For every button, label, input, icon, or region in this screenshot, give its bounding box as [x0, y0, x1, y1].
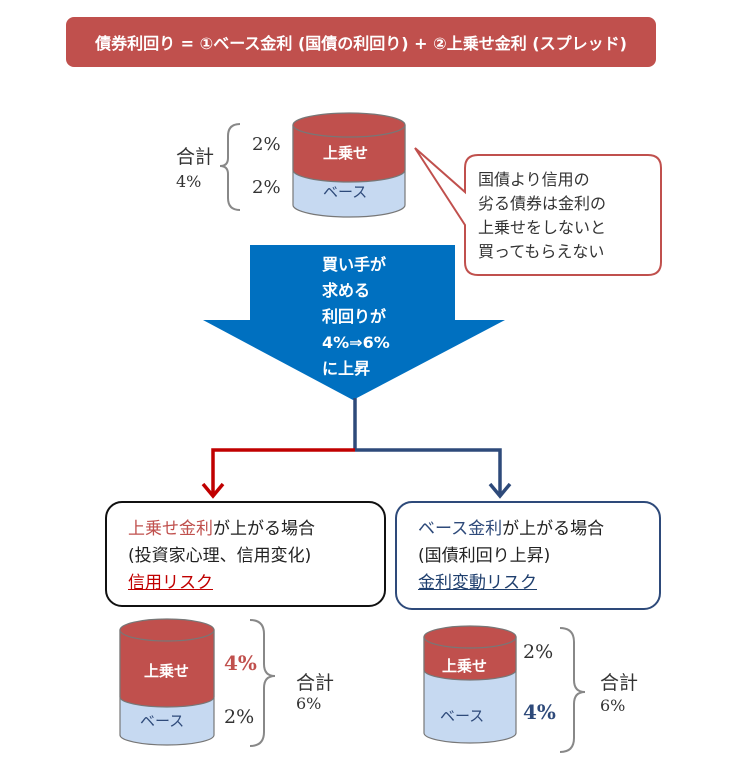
left-case-highlight: 上乗せ金利: [128, 519, 213, 539]
callout-text: 国債より信用の 劣る債券は金利の 上乗せをしないと 買ってもらえない: [478, 168, 658, 264]
left-base-label: ベース: [140, 712, 185, 730]
left-case-box: [105, 501, 386, 607]
arrow-line: 利回りが: [322, 307, 387, 326]
arrow-line: 4%⇒6%: [322, 333, 390, 352]
right-brace: [559, 627, 586, 753]
top-total-label: 合計: [176, 146, 215, 168]
right-case-box: [395, 501, 661, 610]
left-case-rest: が上がる場合: [213, 519, 315, 539]
left-brace: [249, 619, 276, 747]
right-total-value: 6%: [600, 696, 626, 715]
right-base-label: ベース: [440, 707, 485, 725]
right-total-label: 合計: [600, 672, 639, 694]
top-cylinder: [292, 112, 406, 218]
right-case-text: ベース金利が上がる場合 (国債利回り上昇) 金利変動リスク: [418, 516, 604, 597]
left-cylinder: [119, 618, 215, 746]
left-total-label: 合計: [296, 672, 335, 694]
top-base-pct: 2%: [252, 177, 281, 198]
arrow-text: 買い手が 求める 利回りが 4%⇒6% に上昇: [322, 252, 390, 382]
left-base-pct: 2%: [224, 706, 255, 728]
left-case-line2: (投資家心理、信用変化): [128, 546, 312, 566]
top-spread-label: 上乗せ: [323, 144, 369, 162]
right-case-highlight: ベース金利: [418, 519, 503, 539]
top-brace: [219, 123, 241, 211]
formula-text: 債券利回り = ①ベース金利 (国債の利回り) + ②上乗せ金利 (スプレッド): [95, 34, 627, 53]
arrow-line: に上昇: [322, 359, 371, 378]
callout-bubble: [414, 147, 662, 276]
left-spread-pct: 4%: [224, 651, 257, 675]
arrow-line: 買い手が: [322, 255, 387, 274]
left-case-text: 上乗せ金利が上がる場合 (投資家心理、信用変化) 信用リスク: [128, 516, 315, 597]
down-arrow: [203, 245, 505, 400]
top-spread-pct: 2%: [252, 134, 281, 155]
arrow-line: 求める: [322, 281, 371, 300]
callout-line: 買ってもらえない: [478, 242, 605, 261]
callout-line: 国債より信用の: [478, 170, 590, 189]
right-case-risk: 金利変動リスク: [418, 573, 537, 593]
top-total-value: 4%: [176, 172, 202, 191]
top-base-label: ベース: [323, 183, 368, 201]
right-case-line2: (国債利回り上昇): [418, 546, 551, 566]
callout-line: 上乗せをしないと: [478, 218, 607, 237]
right-spread-label: 上乗せ: [442, 657, 488, 675]
formula-banner: 債券利回り = ①ベース金利 (国債の利回り) + ②上乗せ金利 (スプレッド): [66, 17, 656, 67]
right-case-rest: が上がる場合: [502, 519, 605, 539]
left-spread-label: 上乗せ: [144, 662, 190, 680]
left-case-risk: 信用リスク: [128, 573, 213, 593]
callout-line: 劣る債券は金利の: [478, 194, 607, 213]
right-spread-pct: 2%: [523, 641, 554, 663]
left-total-value: 6%: [296, 694, 322, 713]
right-cylinder: [423, 625, 517, 744]
right-base-pct: 4%: [523, 700, 556, 724]
connector-lines: [201, 398, 512, 499]
